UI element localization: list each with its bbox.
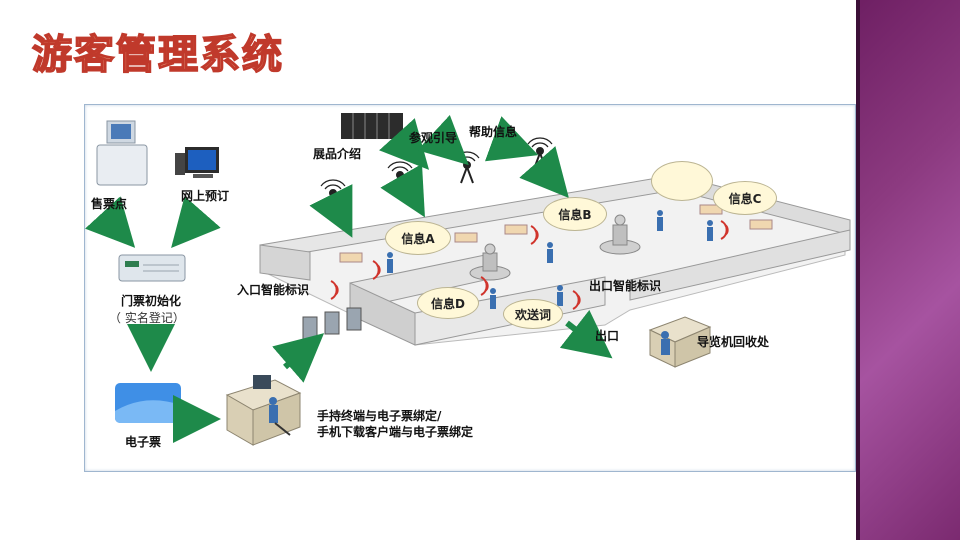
label-exit-tag: 出口智能标识 xyxy=(589,279,662,293)
label-realname-registration: （ 实名登记） xyxy=(109,311,185,325)
ticket-init-machine-icon xyxy=(118,254,186,282)
decorative-side-band xyxy=(856,0,960,540)
label-entrance-tag: 入口智能标识 xyxy=(237,283,310,297)
bubble-welcome: 欢送词 xyxy=(503,299,563,329)
label-ticket-point: 售票点 xyxy=(91,197,128,211)
label-ticket-init: 门票初始化 xyxy=(121,294,182,308)
flow-arrows xyxy=(85,114,613,443)
guide-robot-stand-1 xyxy=(469,243,511,281)
guide-return-desk-icon xyxy=(648,316,712,368)
label-guide-return: 导览机回收处 xyxy=(697,335,770,349)
label-online-booking: 网上预订 xyxy=(181,189,230,203)
guide-robot-stand-2 xyxy=(599,214,641,255)
label-help-info: 帮助信息 xyxy=(469,125,518,139)
binding-service-desk-icon xyxy=(225,375,302,446)
bubble-info-d: 信息D xyxy=(417,287,479,319)
diagram-frame: 售票点 网上预订 门票初始化 （ 实名登记） 电子票 手持终端与电子票绑定/ 手… xyxy=(84,104,856,472)
label-binding-line-2: 手机下载客户端与电子票绑定 xyxy=(317,425,474,439)
label-e-ticket: 电子票 xyxy=(125,435,162,449)
rfid-signal-waves xyxy=(330,220,729,310)
online-booking-computer-icon xyxy=(175,147,219,178)
e-ticket-card-icon xyxy=(115,383,181,423)
diagram-canvas xyxy=(85,113,851,446)
slide-title: 游客管理系统 xyxy=(31,31,284,79)
bubble-info-b: 信息B xyxy=(543,197,607,231)
visitors xyxy=(387,210,713,309)
entrance-turnstiles xyxy=(302,307,362,340)
label-binding-line-1: 手持终端与电子票绑定/ xyxy=(317,409,442,423)
bubble-info-a: 信息A xyxy=(385,221,451,255)
label-exhibit-intro: 展品介绍 xyxy=(313,147,362,161)
label-visit-guide: 参观引导 xyxy=(409,131,458,145)
label-exit: 出口 xyxy=(595,329,620,343)
bubble-mobile-devices xyxy=(651,161,713,201)
bubble-info-c: 信息C xyxy=(713,181,777,215)
server-rack-icon xyxy=(341,113,403,139)
ticket-booth-computer-icon xyxy=(96,120,148,186)
